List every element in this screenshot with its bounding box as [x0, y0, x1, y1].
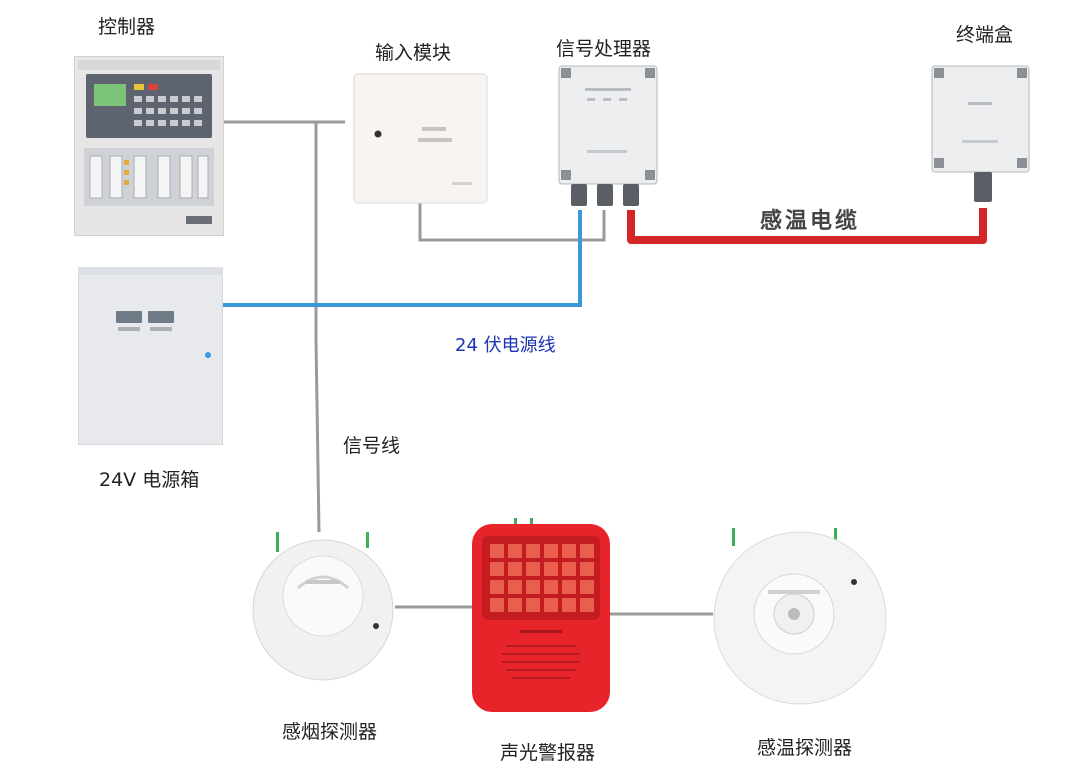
sound-light-alarm-device — [472, 518, 610, 712]
power-box-device — [78, 267, 223, 445]
signal-line-label: 信号线 — [343, 435, 401, 457]
signal-processor-label: 信号处理器 — [556, 38, 652, 60]
heat-detector-device — [713, 528, 887, 705]
signal-line-module-processor — [418, 198, 606, 242]
power-line-label: 24 伏电源线 — [455, 335, 556, 356]
smoke-detector-label: 感烟探测器 — [282, 721, 378, 743]
signal-processor-device — [558, 65, 658, 206]
smoke-detector-device — [252, 532, 394, 681]
input-module-device — [353, 73, 488, 204]
heat-detector-label: 感温探测器 — [757, 737, 853, 759]
input-module-label: 输入模块 — [375, 42, 452, 64]
controller-label: 控制器 — [98, 16, 156, 38]
power-line-path — [222, 210, 582, 307]
controller-device — [74, 56, 224, 236]
sound-light-alarm-label: 声光警报器 — [500, 742, 596, 764]
heat-cable-label: 感温电缆 — [760, 209, 861, 234]
power-box-label: 24V 电源箱 — [99, 469, 200, 491]
terminal-box-label: 终端盒 — [956, 24, 1014, 46]
heat-cable-path — [627, 208, 987, 244]
terminal-box-device — [931, 65, 1030, 202]
signal-line-bus — [314, 122, 321, 533]
